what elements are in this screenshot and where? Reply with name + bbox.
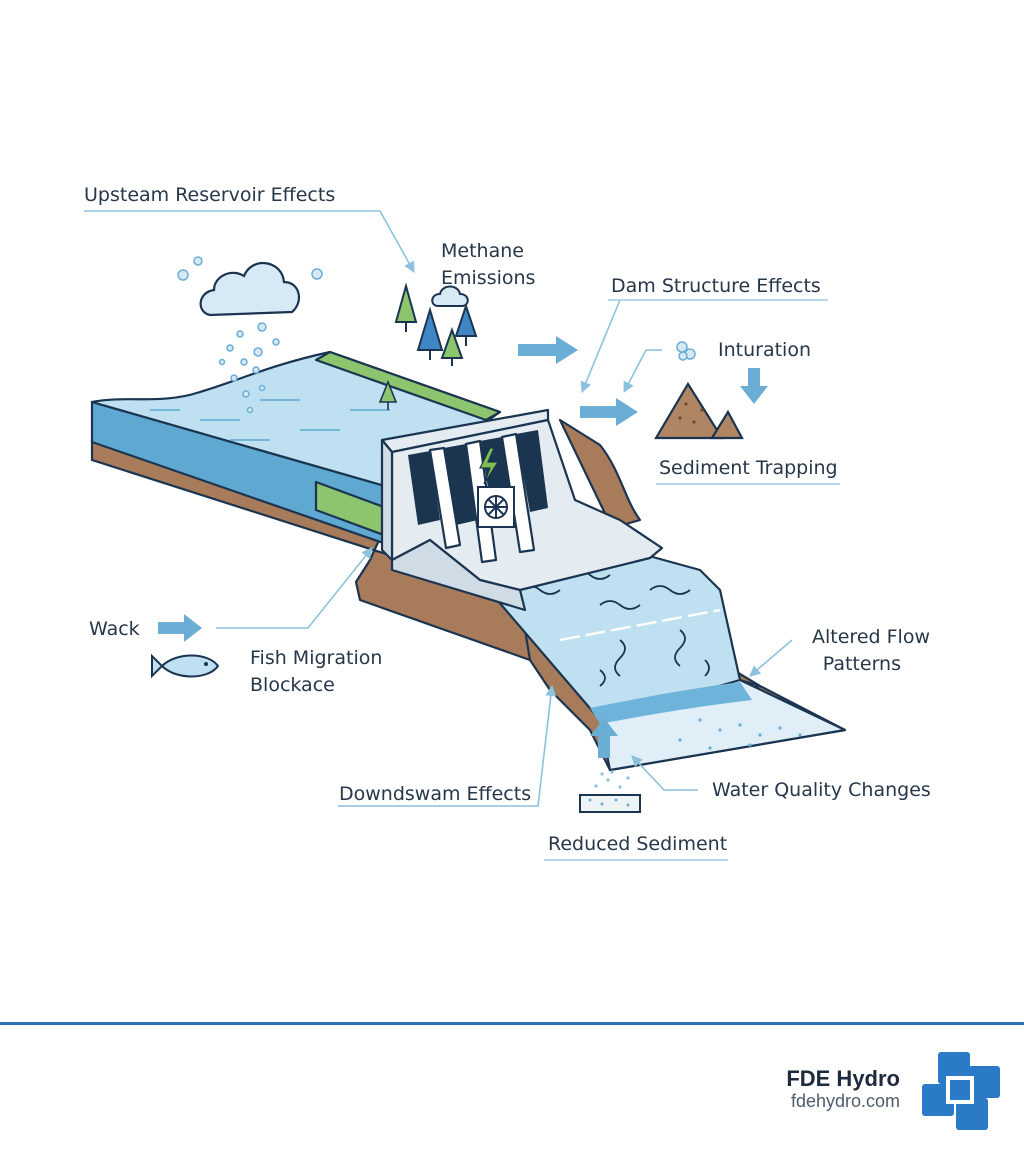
label-reduced-sediment: Reduced Sediment [548, 833, 727, 855]
dam-structure [380, 408, 664, 612]
label-water-quality: Water Quality Changes [712, 779, 931, 801]
brand-name: FDE Hydro [786, 1066, 900, 1091]
footer-divider [0, 1022, 1024, 1025]
sediment-block-icon [579, 770, 641, 813]
label-methane-line2: Emissions [441, 267, 535, 289]
label-sediment-trapping: Sediment Trapping [659, 457, 838, 479]
leader-lines [84, 210, 793, 807]
arrow-up [590, 718, 618, 758]
label-methane-line1: Methane [441, 240, 524, 262]
fish-icon [151, 653, 220, 679]
tree-icon [394, 282, 478, 366]
diagram-labels: Upsteam Reservoir Effects Methane Emissi… [84, 184, 931, 861]
label-upstream: Upsteam Reservoir Effects [84, 184, 335, 206]
arrow-down [740, 368, 768, 404]
arrow-right-1 [518, 336, 578, 364]
label-fish-line1: Fish Migration [250, 647, 382, 669]
label-altered-line1: Altered Flow [812, 626, 930, 648]
flow-arrows [158, 336, 768, 758]
mountain-icon [654, 341, 744, 440]
cloud-icon [177, 256, 323, 414]
brand-url[interactable]: fdehydro.com [790, 1091, 900, 1111]
label-downstream: Downdswam Effects [339, 783, 531, 805]
label-fish-line2: Blockace [250, 674, 335, 696]
logo-icon [922, 1052, 1000, 1130]
dam-impact-diagram: Upsteam Reservoir Effects Methane Emissi… [84, 184, 931, 861]
turbine-icon [477, 486, 515, 528]
label-wack: Wack [89, 618, 140, 640]
label-dam-structure: Dam Structure Effects [611, 275, 821, 297]
arrow-right-2 [580, 398, 638, 426]
label-altered-line2: Patterns [823, 653, 901, 675]
label-inturation: Inturation [718, 339, 811, 361]
arrow-wack [158, 614, 202, 642]
lightning-icon [479, 447, 500, 485]
